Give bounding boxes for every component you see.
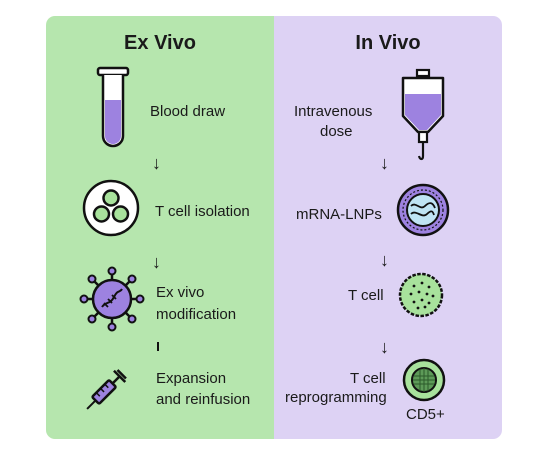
in-vivo-panel: [274, 16, 502, 439]
blood-draw-label: Blood draw: [150, 103, 226, 120]
ex-vivo-modification-label-2: modification: [156, 306, 237, 323]
mrna-lnps-label: mRNA-LNPs: [296, 206, 382, 223]
expansion-label-1: Expansion: [156, 370, 227, 387]
expansion-label-2: and reinfusion: [156, 391, 251, 408]
ex-vivo-title: Ex Vivo: [124, 32, 196, 54]
iv-bag-icon: [401, 68, 445, 161]
t-cell-icon: [398, 272, 444, 318]
in-vivo-arrow-3: ↓: [380, 337, 389, 357]
in-vivo-arrow-1: ↓: [380, 153, 389, 173]
modified-cell-icon: [79, 266, 145, 332]
ex-vivo-arrow-1: ↓: [152, 153, 161, 173]
in-vivo-arrow-2: ↓: [380, 250, 389, 270]
intravenous-label-1: Intravenous: [294, 103, 373, 120]
ex-vivo-dash: [157, 342, 159, 351]
ex-vivo-modification-label-1: Ex vivo: [156, 284, 205, 301]
cd5-badge: CD5+: [406, 406, 445, 423]
t-cell-isolation-label: T cell isolation: [155, 203, 250, 220]
t-cell-label: T cell: [348, 287, 384, 304]
syringe-icon: [86, 369, 127, 410]
t-cell-reprogramming-label-2: reprogramming: [285, 389, 387, 406]
ex-vivo-arrow-2: ↓: [152, 252, 161, 272]
cell-culture-dish-icon: [82, 179, 140, 237]
test-tube-icon: [96, 66, 130, 148]
lipid-nanoparticle-icon: [396, 183, 450, 237]
intravenous-label-2: dose: [320, 123, 353, 140]
in-vivo-title: In Vivo: [355, 32, 421, 54]
t-cell-reprogramming-label-1: T cell: [350, 370, 386, 387]
reprogrammed-cell-icon: [402, 358, 446, 402]
ex-vivo-panel: [46, 16, 274, 439]
